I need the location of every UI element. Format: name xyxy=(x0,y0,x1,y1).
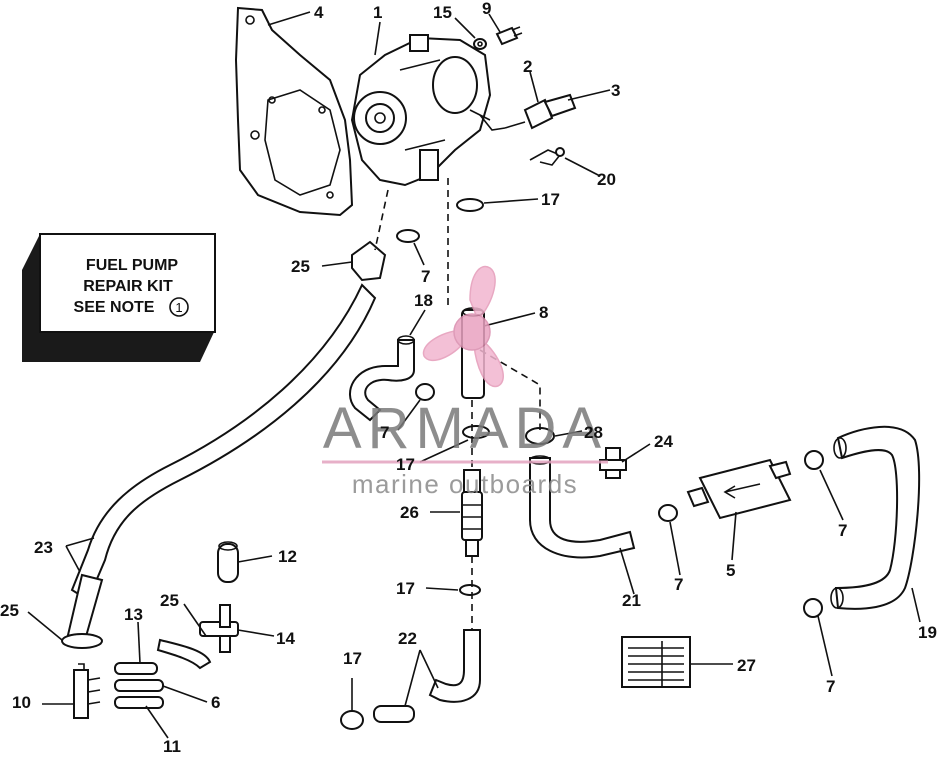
part-clamp-7-b xyxy=(415,383,435,401)
part-washer-15 xyxy=(473,38,487,50)
callout-2: 2 xyxy=(523,57,532,76)
callout-1: 1 xyxy=(373,3,382,22)
callout-17-low: 17 xyxy=(396,579,415,598)
watermark-brand: ARMADA xyxy=(323,396,607,461)
part-fuel-pump xyxy=(350,34,506,187)
part-hose-18 xyxy=(349,335,415,422)
part-connector-26 xyxy=(461,469,483,557)
part-screw-9 xyxy=(495,26,523,46)
callout-21: 21 xyxy=(622,591,641,610)
callout-7-upper: 7 xyxy=(421,267,430,286)
callout-19: 19 xyxy=(918,623,937,642)
callout-26: 26 xyxy=(400,503,419,522)
note-line-3: SEE NOTE xyxy=(74,299,155,316)
part-clamp-17-mid xyxy=(462,425,490,439)
part-clamp-17-top xyxy=(456,198,484,212)
callout-7-right-upper: 7 xyxy=(838,521,847,540)
part-fitting-24 xyxy=(599,447,627,479)
part-fitting-2 xyxy=(523,98,554,130)
part-tee-fitting-14 xyxy=(199,604,239,653)
part-hose-barb-3 xyxy=(504,93,577,129)
callout-14: 14 xyxy=(276,629,295,648)
part-fuel-filter-5 xyxy=(686,458,792,520)
part-fitting-10 xyxy=(73,663,101,719)
part-clamp-7-c xyxy=(658,504,678,522)
callout-4: 4 xyxy=(314,3,324,22)
part-hoses-22 xyxy=(373,629,481,723)
callout-22: 22 xyxy=(398,629,417,648)
part-hoses-13-11-6 xyxy=(114,662,164,709)
callout-7-left: 7 xyxy=(380,423,389,442)
callout-18: 18 xyxy=(414,291,433,310)
callout-10: 10 xyxy=(12,693,31,712)
callout-5: 5 xyxy=(726,561,735,580)
repair-kit-note-box: FUEL PUMP REPAIR KIT SEE NOTE 1 xyxy=(22,233,216,362)
note-line-1: FUEL PUMP xyxy=(86,257,178,274)
part-clamp-7-d xyxy=(804,450,824,470)
assembly-lines xyxy=(374,178,541,630)
callout-17-bottom: 17 xyxy=(343,649,362,668)
part-clamp-7-a xyxy=(396,229,420,243)
part-clamp-17-bottom xyxy=(340,710,364,730)
note-number: 1 xyxy=(175,300,182,315)
callout-25-upper: 25 xyxy=(291,257,310,276)
propeller-logo xyxy=(422,265,504,387)
part-bracket-plate xyxy=(234,6,354,217)
callout-12: 12 xyxy=(278,547,297,566)
callout-28: 28 xyxy=(584,423,603,442)
leader-lines xyxy=(27,11,921,739)
note-line-2: REPAIR KIT xyxy=(83,278,173,295)
part-clip-20 xyxy=(529,147,565,166)
part-clip-25-upper xyxy=(351,240,387,282)
callout-3: 3 xyxy=(611,81,620,100)
callout-11: 11 xyxy=(163,737,181,756)
callout-23: 23 xyxy=(34,538,53,557)
callout-24: 24 xyxy=(654,432,673,451)
part-clamp-7-e xyxy=(803,598,823,618)
part-decal-27 xyxy=(621,636,691,688)
watermark-tagline: marine outboards xyxy=(352,469,578,499)
callout-25-lower: 25 xyxy=(0,601,19,620)
callout-7-right-lower: 7 xyxy=(826,677,835,696)
callout-20: 20 xyxy=(597,170,616,189)
callout-27: 27 xyxy=(737,656,756,675)
part-clamp-25-lower xyxy=(61,633,103,649)
part-hose-21 xyxy=(529,455,636,559)
callout-7-middle: 7 xyxy=(674,575,683,594)
part-clamp-17-low xyxy=(459,584,481,596)
armada-watermark: ARMADA marine outboards xyxy=(322,265,608,499)
note-number-circle xyxy=(169,297,189,317)
callout-9: 9 xyxy=(482,0,491,18)
callout-6: 6 xyxy=(211,693,220,712)
callout-8: 8 xyxy=(539,303,548,322)
part-hose-25-middle xyxy=(156,638,212,670)
part-hose-12 xyxy=(217,541,239,583)
part-hose-19 xyxy=(830,425,921,610)
callout-13: 13 xyxy=(124,605,143,624)
callout-15: 15 xyxy=(433,3,452,22)
callout-25-middle: 25 xyxy=(160,591,179,610)
callout-17-top: 17 xyxy=(541,190,560,209)
callout-17-mid: 17 xyxy=(396,455,415,474)
